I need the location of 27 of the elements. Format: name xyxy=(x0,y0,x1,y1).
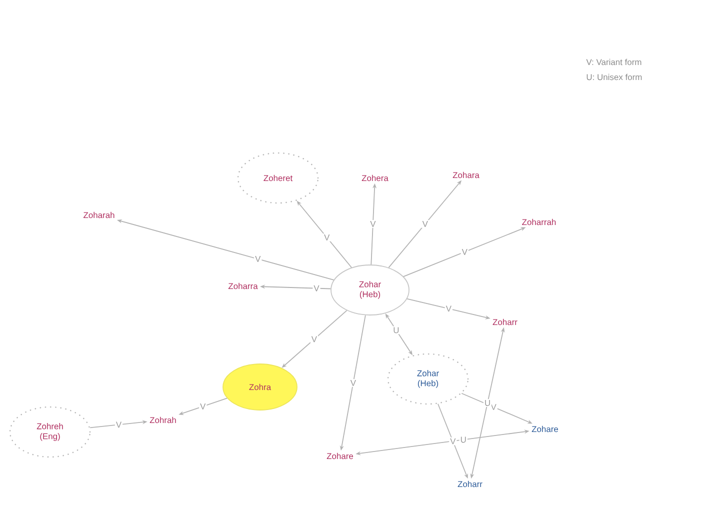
legend-text: U: Unisex form xyxy=(586,74,642,80)
name-label: Zoharra xyxy=(228,282,258,290)
edge-label: V xyxy=(323,234,331,242)
legend-text: V: Variant form xyxy=(586,58,642,66)
name-label: Zohera xyxy=(362,174,388,182)
name-label: Zoharah xyxy=(84,212,114,218)
edge-label: U xyxy=(483,399,492,407)
edge-label: V xyxy=(444,304,452,313)
name-label: Zohrah xyxy=(150,416,176,424)
name-label: Zoharr xyxy=(492,318,518,326)
edge-label: V xyxy=(310,335,318,344)
edge-label: U xyxy=(459,436,468,444)
edge-label: V xyxy=(460,248,468,256)
edge-label: V xyxy=(199,402,207,410)
edge-label: U xyxy=(392,326,400,334)
name-label: Zohare xyxy=(532,426,558,432)
edge-label: V xyxy=(421,220,429,228)
name-label: Zohara xyxy=(452,172,480,178)
edge-label: V xyxy=(349,379,358,387)
edge-label: V xyxy=(449,437,457,446)
name-label: Zoharrah xyxy=(522,218,556,226)
edge-label: V xyxy=(254,255,262,263)
edge-label: V xyxy=(114,420,123,429)
edge-label: V xyxy=(369,220,377,228)
name-label: Zohare xyxy=(326,452,354,460)
name-label: Zoharr xyxy=(458,480,482,488)
edge-label: V xyxy=(312,284,320,292)
